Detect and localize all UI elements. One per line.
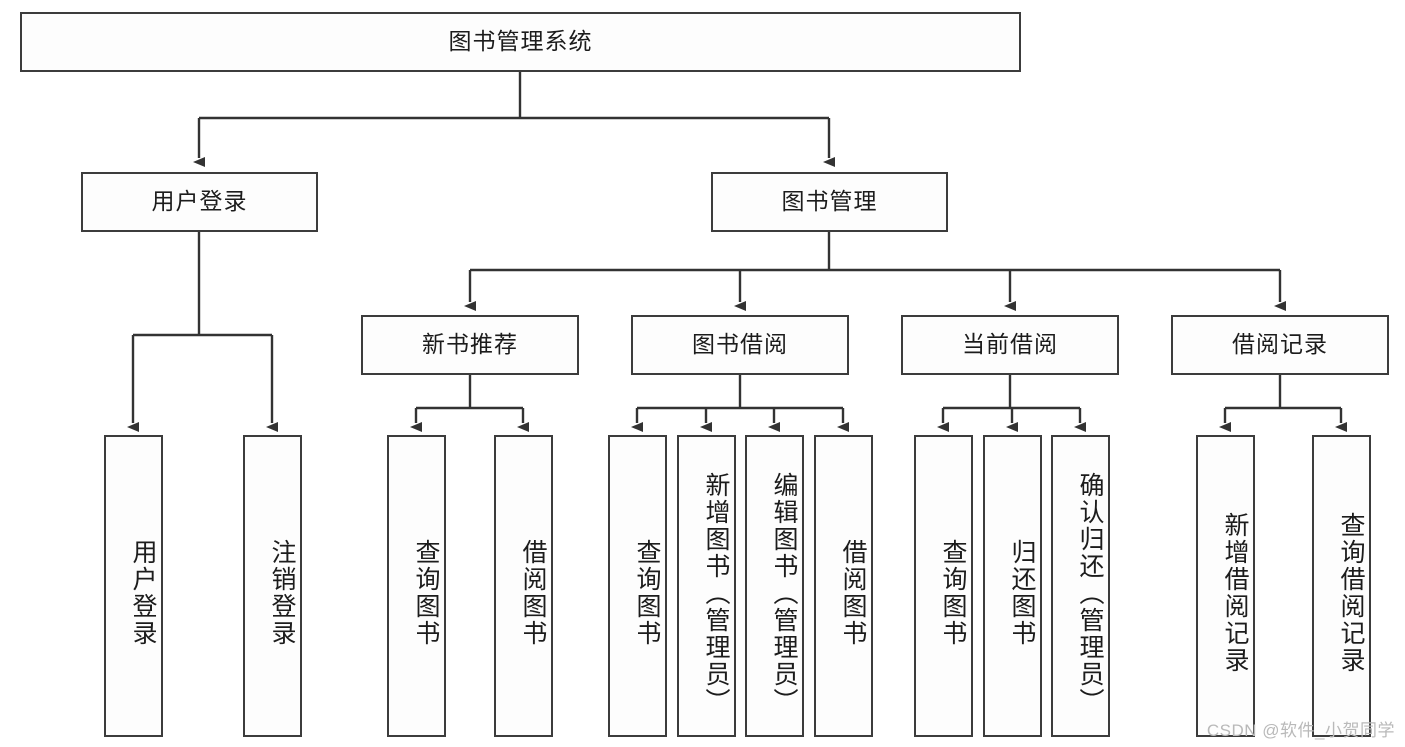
leaf-book-borrow-add-book-admin[interactable]: 新增图书（管理员） — [677, 435, 736, 737]
leaf-user-login-login[interactable]: 用户登录 — [104, 435, 163, 737]
node-label: 当前借阅 — [962, 331, 1058, 358]
leaf-user-login-logout[interactable]: 注销登录 — [243, 435, 302, 737]
node-label: 用户登录 — [151, 188, 248, 215]
node-label: 查询图书 — [412, 539, 440, 647]
leaf-book-borrow-borrow-book[interactable]: 借阅图书 — [814, 435, 873, 737]
node-borrow-record[interactable]: 借阅记录 — [1171, 315, 1389, 375]
leaf-new-book-borrow-book[interactable]: 借阅图书 — [494, 435, 553, 737]
leaf-current-borrow-return-book[interactable]: 归还图书 — [983, 435, 1042, 737]
node-label: 用户登录 — [129, 539, 157, 647]
node-label: 查询图书 — [939, 539, 967, 647]
node-label: 借阅记录 — [1232, 331, 1328, 358]
leaf-current-borrow-confirm-return-admin[interactable]: 确认归还（管理员） — [1051, 435, 1110, 737]
leaf-new-book-query-book[interactable]: 查询图书 — [387, 435, 446, 737]
node-new-book-recommend[interactable]: 新书推荐 — [361, 315, 579, 375]
node-label: 借阅图书 — [519, 539, 547, 647]
node-label: 新增借阅记录 — [1221, 512, 1249, 674]
node-current-borrow[interactable]: 当前借阅 — [901, 315, 1119, 375]
node-label: 图书借阅 — [692, 331, 788, 358]
leaf-book-borrow-query-book[interactable]: 查询图书 — [608, 435, 667, 737]
leaf-borrow-record-query-record[interactable]: 查询借阅记录 — [1312, 435, 1371, 737]
node-label: 查询图书 — [633, 539, 661, 647]
node-label: 归还图书 — [1008, 539, 1036, 647]
leaf-current-borrow-query-book[interactable]: 查询图书 — [914, 435, 973, 737]
node-label: 借阅图书 — [839, 539, 867, 647]
node-label: 图书管理 — [781, 188, 878, 215]
node-book-management[interactable]: 图书管理 — [711, 172, 948, 232]
node-book-borrow[interactable]: 图书借阅 — [631, 315, 849, 375]
node-label: 新增图书（管理员） — [702, 471, 730, 715]
node-label: 新书推荐 — [422, 331, 518, 358]
leaf-borrow-record-add-record[interactable]: 新增借阅记录 — [1196, 435, 1255, 737]
node-label: 注销登录 — [268, 539, 296, 647]
node-label: 编辑图书（管理员） — [770, 471, 798, 715]
node-user-login[interactable]: 用户登录 — [81, 172, 318, 232]
node-label: 查询借阅记录 — [1337, 512, 1365, 674]
node-root-book-management-system[interactable]: 图书管理系统 — [20, 12, 1021, 72]
node-label: 图书管理系统 — [448, 28, 593, 55]
node-label: 确认归还（管理员） — [1076, 471, 1104, 715]
leaf-book-borrow-edit-book-admin[interactable]: 编辑图书（管理员） — [745, 435, 804, 737]
